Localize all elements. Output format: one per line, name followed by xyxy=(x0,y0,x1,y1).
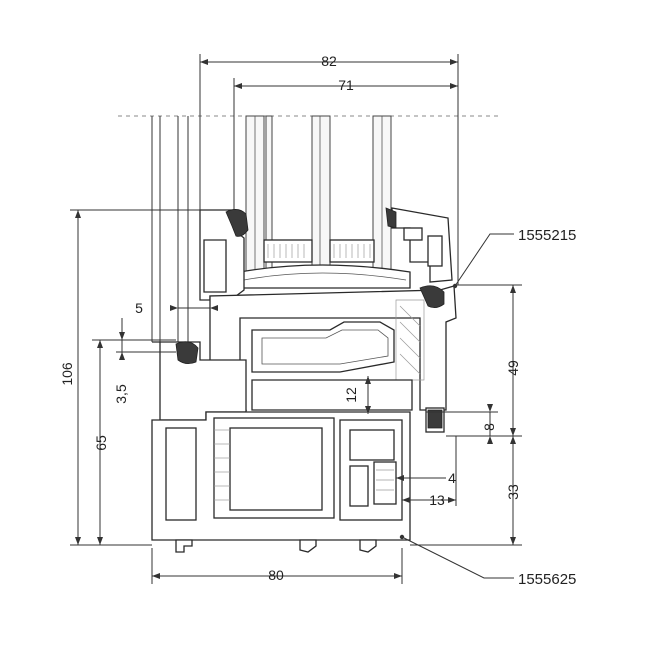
dim-33-label: 33 xyxy=(505,484,521,500)
dimension-arrows xyxy=(75,59,516,579)
dim-13-label: 13 xyxy=(429,492,445,508)
part-number-1555625: 1555625 xyxy=(518,571,576,588)
dim-80-label: 80 xyxy=(268,567,284,583)
dim-4-label: 4 xyxy=(448,470,456,486)
dim-8-label: 8 xyxy=(481,423,497,431)
dim-65-label: 65 xyxy=(93,435,109,451)
part-number-1555215: 1555215 xyxy=(518,227,576,244)
dim-5-label: 5 xyxy=(135,300,143,316)
dim-106-label: 106 xyxy=(59,362,75,386)
dim-12-label: 12 xyxy=(343,387,359,403)
dim-71-label: 71 xyxy=(338,77,354,93)
dim-49-label: 49 xyxy=(505,360,521,376)
dim-82-label: 82 xyxy=(321,53,337,69)
frame-profile xyxy=(151,283,458,553)
glazing-unit xyxy=(118,115,498,342)
sash-profile xyxy=(199,207,457,433)
dim-3-5-label: 3,5 xyxy=(113,384,129,404)
